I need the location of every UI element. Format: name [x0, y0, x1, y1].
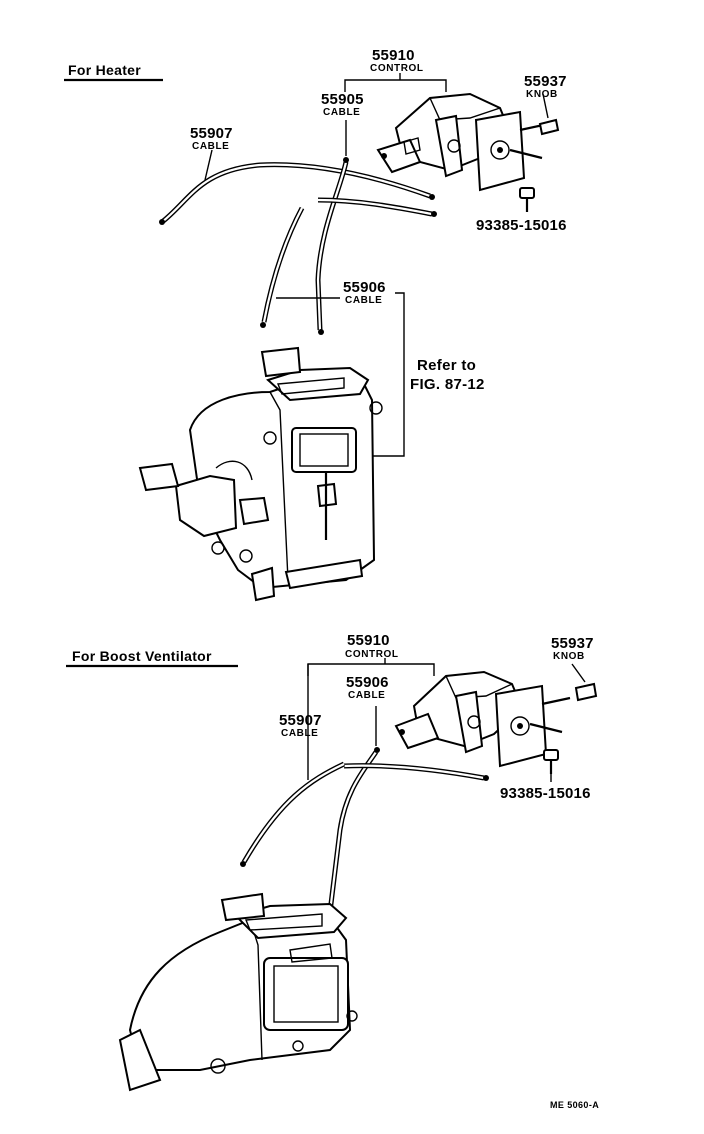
heater-cable-b-name: CABLE — [192, 141, 230, 152]
heater-cable-a-name: CABLE — [323, 107, 361, 118]
heater-screw — [519, 187, 535, 212]
boost-screw — [543, 749, 559, 782]
boost-cable-a-number: 55906 — [346, 674, 389, 691]
heater-unit — [138, 346, 383, 602]
heater-control-number: 55910 — [372, 47, 415, 64]
heater-cable-55907 — [159, 149, 435, 225]
heater-cable-a-number: 55905 — [321, 91, 364, 108]
boost-knob-number: 55937 — [551, 635, 594, 652]
boost-knob-name: KNOB — [553, 651, 585, 662]
heater-knob — [538, 93, 560, 136]
reference-line1: Refer to — [417, 357, 477, 374]
boost-cable-b-name: CABLE — [281, 728, 319, 739]
boost-cable-55907 — [240, 761, 346, 867]
heater-knob-number: 55937 — [524, 73, 567, 90]
boost-knob — [571, 663, 598, 702]
boost-control-number: 55910 — [347, 632, 390, 649]
boost-screw-number: 93385-15016 — [500, 785, 591, 802]
boost-control-assembly — [394, 670, 571, 768]
reference-line2: FIG. 87-12 — [410, 376, 485, 393]
boost-section-title: For Boost Ventilator — [72, 648, 212, 664]
heater-cable-c-number: 55906 — [343, 279, 386, 296]
boost-cable-a-name: CABLE — [348, 690, 386, 701]
heater-cable-b-number: 55907 — [190, 125, 233, 142]
heater-cable-55906 — [260, 206, 405, 457]
boost-cable-55906 — [327, 706, 489, 917]
heater-section-title: For Heater — [68, 62, 142, 78]
boost-ventilator-unit — [118, 892, 358, 1092]
boost-control-name: CONTROL — [345, 649, 399, 660]
figure-code: ME 5060-A — [550, 1100, 600, 1110]
boost-cable-b-number: 55907 — [279, 712, 322, 729]
heater-cable-55905 — [315, 120, 437, 335]
heater-knob-name: KNOB — [526, 89, 558, 100]
heater-control-assembly — [376, 92, 549, 192]
heater-cable-c-name: CABLE — [345, 295, 383, 306]
heater-control-leader — [344, 79, 447, 92]
heater-control-name: CONTROL — [370, 63, 424, 74]
heater-screw-number: 93385-15016 — [476, 217, 567, 234]
